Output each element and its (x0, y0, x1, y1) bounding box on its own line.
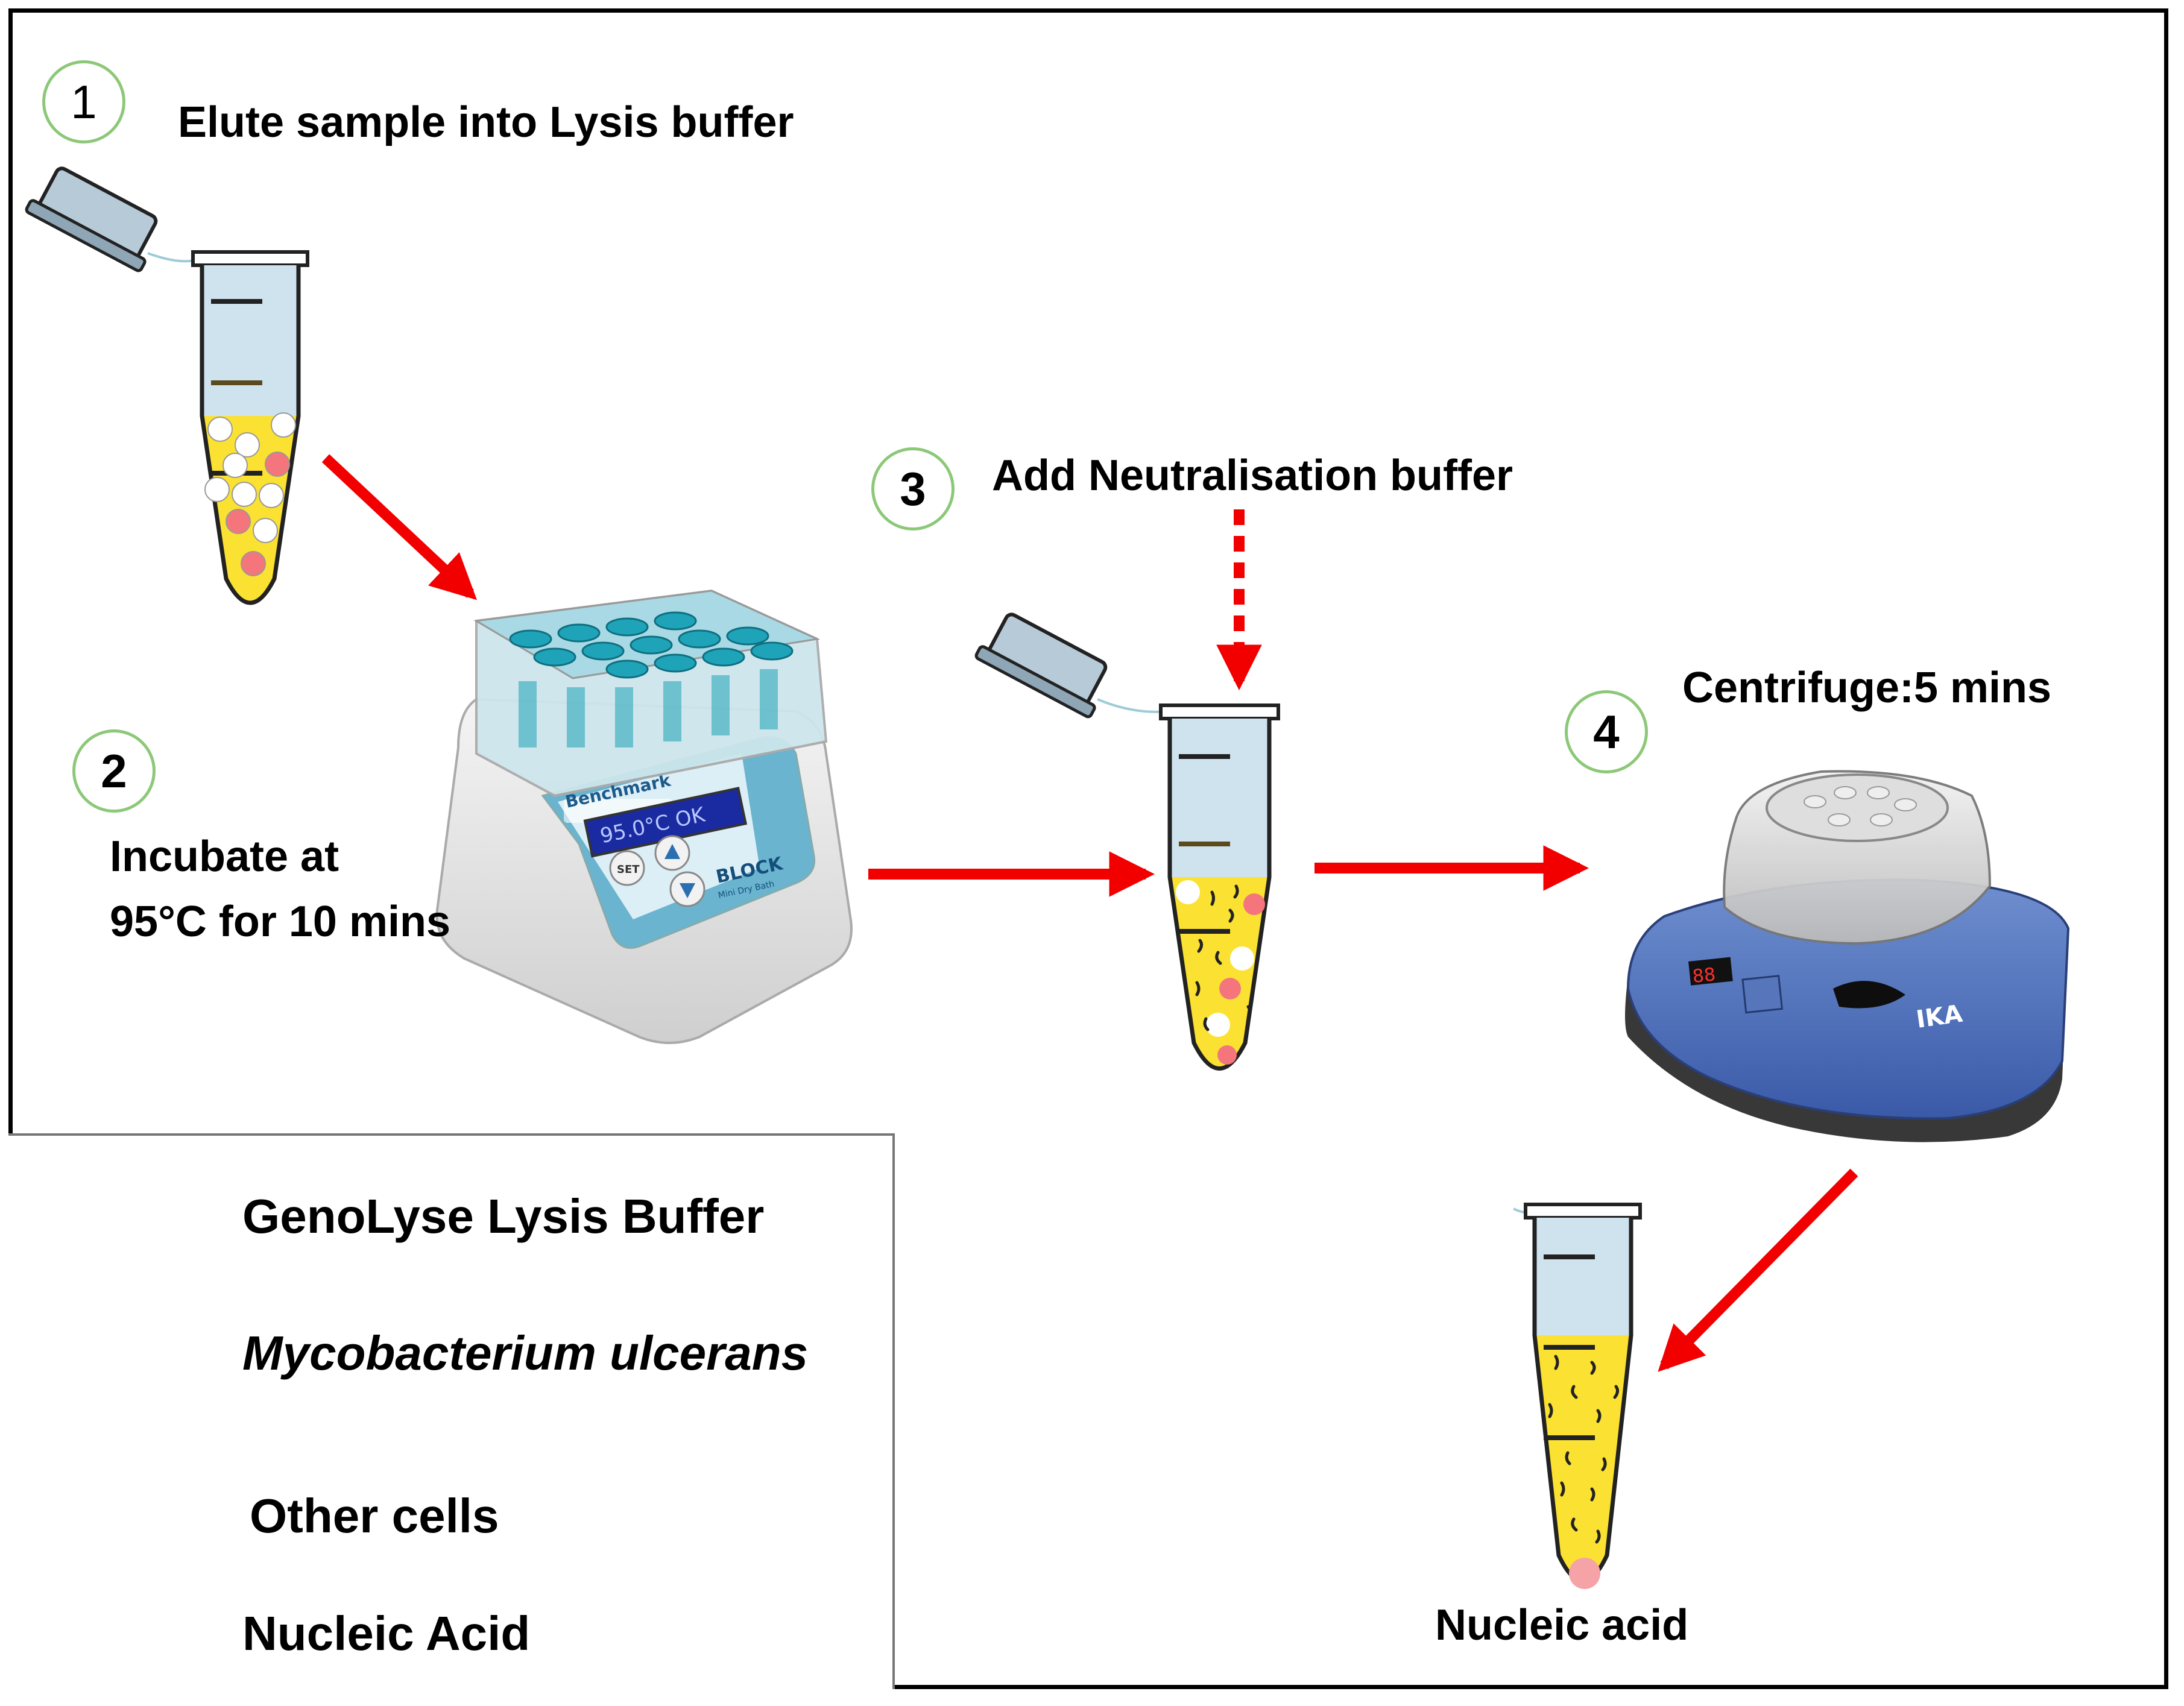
step-3-badge: 3 (871, 447, 955, 530)
legend-label-nucleic-acid: Nucleic Acid (242, 1607, 531, 1660)
sample-tube-final (1513, 1203, 1642, 1589)
step-1-badge: 1 (42, 60, 125, 143)
tube-final-nucleic-acid (1548, 1355, 1620, 1544)
legend-label-other-cells: Other cells (250, 1489, 499, 1543)
step-4-number: 4 (1593, 705, 1620, 758)
step-1-label: Elute sample into Lysis buffer (178, 98, 794, 146)
result-label: Nucleic acid (1435, 1601, 1689, 1649)
step-3-number: 3 (900, 462, 926, 515)
centrifuge-display: 88 (1691, 964, 1717, 987)
step-2-number: 2 (101, 744, 127, 798)
heat-block-device: Benchmark 95.0°C OK SET BLOCK Mini Dry B… (435, 589, 853, 1044)
legend: GenoLyse Lysis Buffer Mycobacterium ulce… (8, 1133, 895, 1689)
step-1-number: 1 (71, 75, 97, 128)
sample-tube-3 (974, 612, 1280, 1071)
tube-cap (974, 612, 1108, 719)
step-3-label: Add Neutralisation buffer (992, 452, 1513, 500)
pellet (1569, 1558, 1600, 1589)
centrifuge-device: 88 IKA (1625, 770, 2070, 1142)
legend-label-lysis-buffer: GenoLyse Lysis Buffer (242, 1189, 765, 1243)
legend-label-mycobacterium: Mycobacterium ulcerans (242, 1326, 809, 1380)
step-2-label-line2: 95°C for 10 mins (110, 898, 450, 946)
flow-arrows (321, 454, 1858, 1372)
set-button (609, 850, 645, 886)
step-2-label-line1: Incubate at (110, 833, 339, 881)
tube-1-cells (204, 412, 296, 576)
sample-tube-1 (25, 166, 309, 605)
centrifuge-brand: IKA (1914, 1000, 1965, 1034)
arrow-centrifuge-to-tube (1658, 1168, 1858, 1372)
arrow-tube1-to-heatblock (321, 454, 478, 600)
tube-3-lysed-cells (1176, 880, 1265, 1065)
tube-cap (25, 166, 158, 272)
step-2-badge: 2 (72, 729, 156, 813)
step-4-label: Centrifuge:5 mins (1682, 664, 2052, 712)
step-4-badge: 4 (1565, 690, 1648, 773)
heat-block-wells (509, 611, 794, 679)
set-label: SET (617, 863, 640, 876)
